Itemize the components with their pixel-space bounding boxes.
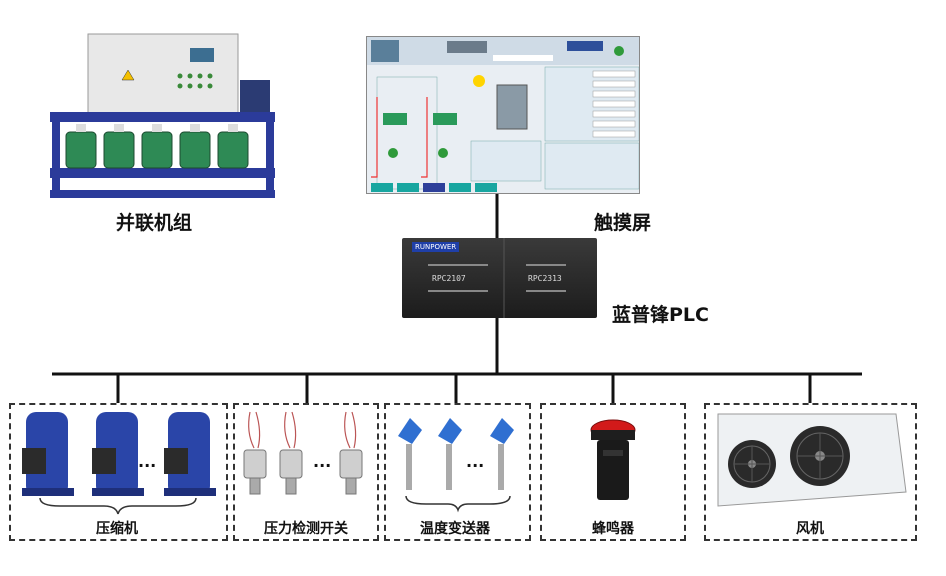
plc-terminals: [428, 238, 566, 318]
compressor-box: [9, 403, 228, 541]
plc-label: 蓝普锋PLC: [612, 304, 709, 326]
hmi-screen-graphic: [367, 37, 639, 192]
pressure-switch-box: [233, 403, 379, 541]
fan-label: 风机: [796, 521, 824, 537]
temp-transmitter-box: [384, 403, 531, 541]
plc-module-1: RPC2107: [432, 274, 466, 283]
fan-box: [704, 403, 917, 541]
temp-transmitter-label: 温度变送器: [420, 521, 490, 537]
buzzer-box: [540, 403, 686, 541]
compressor-label: 压缩机: [96, 521, 138, 537]
pressure-switch-label: 压力检测开关: [264, 521, 348, 537]
compressor-ellipsis: ···: [138, 456, 157, 475]
parallel-unit-label: 并联机组: [116, 212, 193, 234]
touchscreen-label: 触摸屏: [594, 212, 652, 234]
plc-module-2: RPC2313: [528, 274, 562, 283]
buzzer-label: 蜂鸣器: [592, 521, 634, 537]
plc-image: RUNPOWER RPC2107 RPC2313: [402, 238, 597, 318]
temp-transmitter-ellipsis: ···: [466, 456, 485, 475]
touchscreen-image: [366, 36, 640, 194]
plc-brand-badge: RUNPOWER: [412, 242, 460, 252]
pressure-switch-ellipsis: ···: [313, 456, 332, 475]
